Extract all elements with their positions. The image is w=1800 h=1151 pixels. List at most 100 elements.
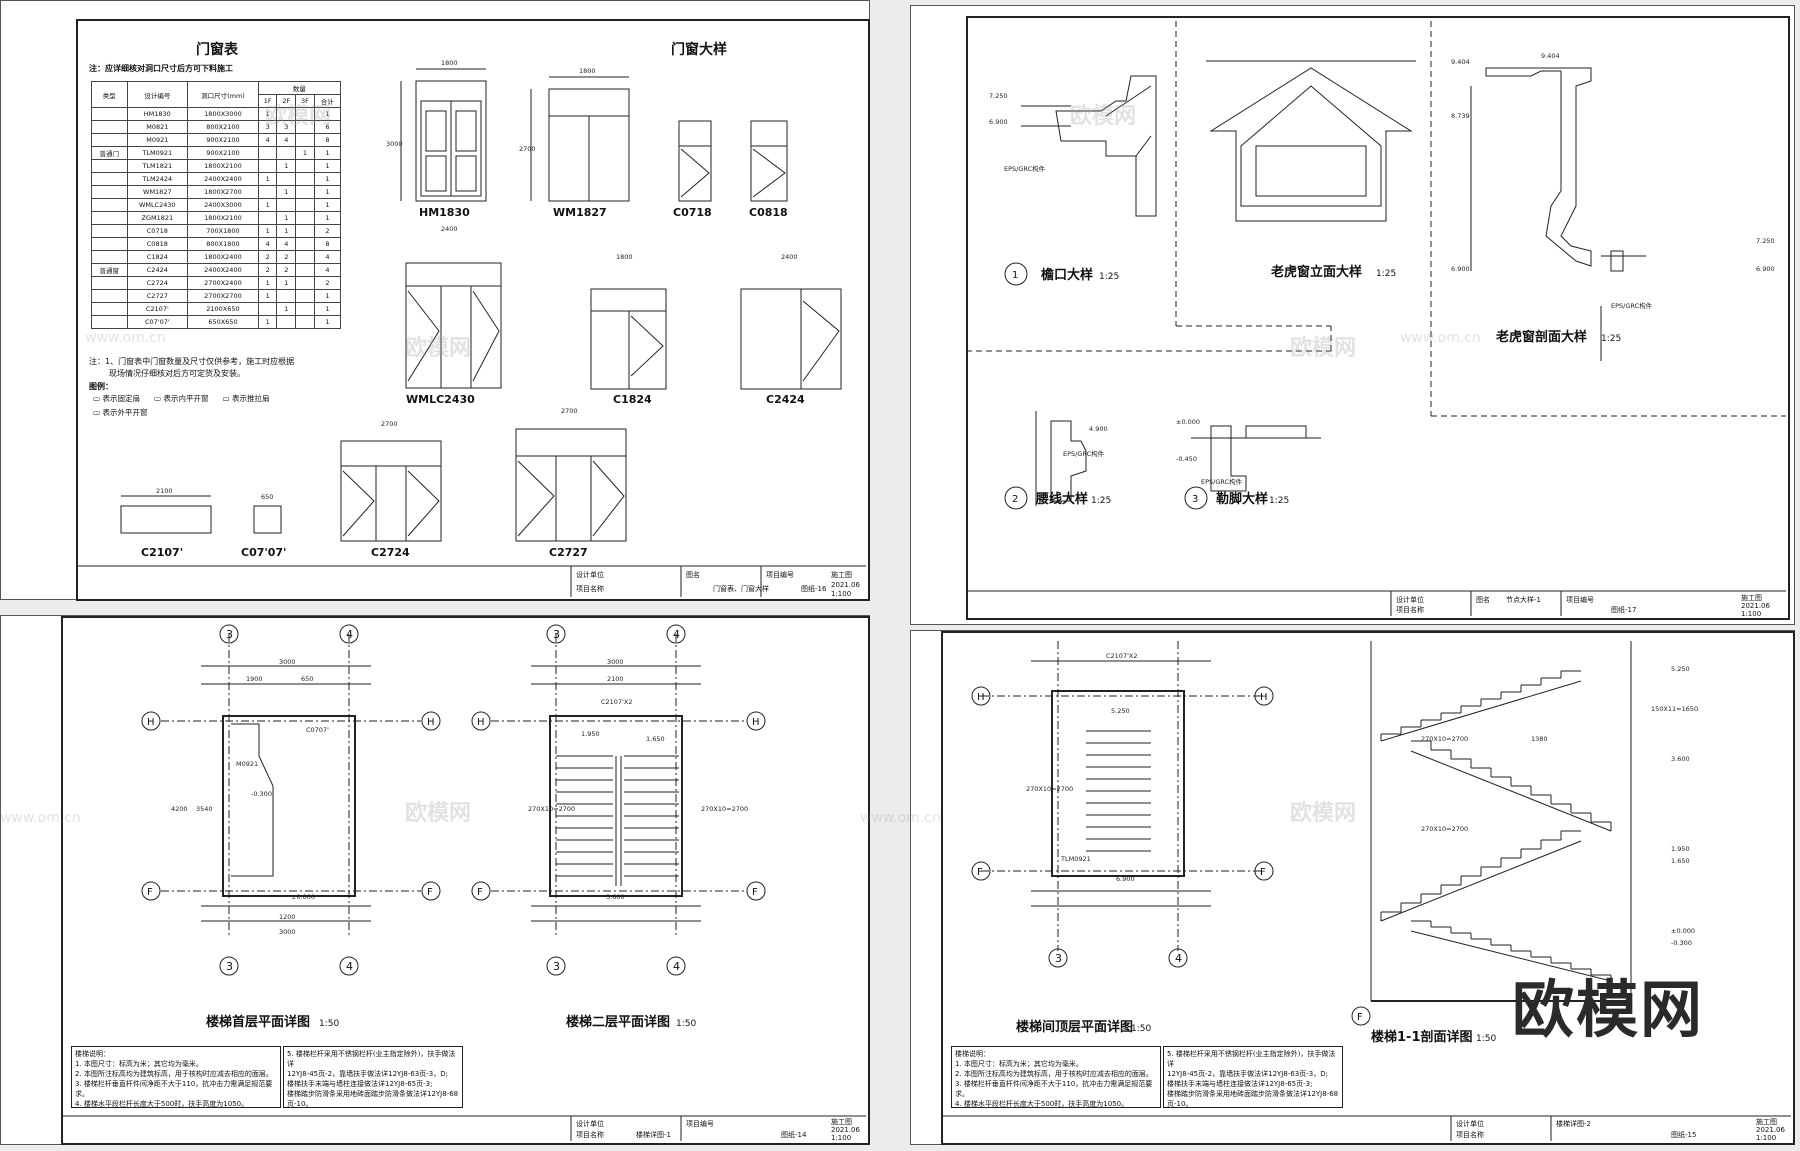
label-c0718: C0718 (673, 206, 712, 219)
svg-text:3000: 3000 (386, 140, 403, 148)
table-note: 注：应详细核对洞口尺寸后方可下料施工 (89, 64, 233, 73)
lv-m0300: -0.300 (251, 790, 272, 798)
scale-eave: 1:25 (1099, 272, 1119, 282)
axis-fb: F (427, 887, 433, 898)
lv4-s5250: 5.250 (1671, 665, 1690, 673)
lv4-5250: 5.250 (1111, 707, 1130, 715)
lv4-sm300: -0.300 (1671, 939, 1692, 947)
label-wmlc2430: WMLC2430 (406, 393, 475, 406)
sheet-details: 檐口大样 1 1:25 老虎窗立面大样 1:25 老虎窗剖面大样 1:25 腰线… (910, 5, 1795, 625)
lv-7: 6.900 (1756, 265, 1775, 273)
table-cell: 4 (313, 263, 342, 277)
sheet-frame (61, 616, 870, 1145)
axis-fa: F (147, 887, 153, 898)
svg-text:1800: 1800 (616, 253, 633, 261)
axis2-fa: F (977, 867, 983, 878)
dim-3540: 3540 (196, 805, 213, 813)
axis-hc: H (477, 717, 485, 728)
tb-number: 项目编号 (766, 570, 794, 579)
lv-5: 6.900 (1451, 265, 1470, 273)
axis-3c: 3 (553, 628, 560, 641)
sheet-frame (966, 16, 1790, 620)
dim4-c2107x2: C2107'X2 (1106, 652, 1137, 660)
lv-8: 4.900 (1089, 425, 1108, 433)
label-c2724: C2724 (371, 546, 410, 559)
dim-c2107x2: C2107'X2 (601, 698, 632, 706)
axis-3a: 3 (226, 628, 233, 641)
tb3-sheet-no: 图纸-14 (781, 1130, 807, 1139)
dim-c0707: C0707' (306, 726, 329, 734)
stair-slab (1380, 680, 1582, 742)
tb4-proj: 项目名称 (1456, 1130, 1484, 1139)
dim-2100: 2100 (607, 675, 624, 683)
note-line: 1. 本图尺寸：标高为米；其它均为毫米。 (75, 1060, 203, 1068)
dim-1900: 1900 (246, 675, 263, 683)
stair-slab (1410, 930, 1612, 982)
dim-270x10a: 270X10=2700 (528, 805, 575, 813)
axis-fc: F (477, 887, 483, 898)
lv-9: ±0.000 (1176, 418, 1200, 426)
scale-stair-top: 1:50 (1131, 1024, 1151, 1034)
eps-note-2: EPS/GRC构件 (1611, 301, 1653, 310)
table-cell: 650X650 (187, 315, 259, 329)
svg-text:2700: 2700 (561, 407, 578, 415)
eps-note-3: EPS/GRC构件 (1063, 449, 1105, 458)
note-1: 注：1、门窗表中门窗数量及尺寸仅供参考，施工时应根据 (89, 357, 295, 366)
label-c2727: C2727 (549, 546, 588, 559)
sheet-stair-1: 3 4 3 4 H H F F 3 4 3 4 H H F F 3000 190… (0, 615, 870, 1145)
stair-slab (1410, 750, 1612, 832)
label-c0818: C0818 (749, 206, 788, 219)
stair2-notes-left: 楼梯说明：1. 本图尺寸：标高为米；其它均为毫米。2. 本图所注标高均为建筑标高… (951, 1046, 1161, 1108)
tb-stage: 施工图 (831, 570, 852, 579)
axis2-fc: F (1357, 1012, 1363, 1023)
note-line: 5. 楼梯栏杆采用不锈钢栏杆(业主指定除外)，扶手做法详 (1167, 1050, 1336, 1068)
label-c1824: C1824 (613, 393, 652, 406)
tb-name: 门窗表、门窗大样 (713, 584, 769, 593)
tb4-ratio: 1:100 (1756, 1134, 1776, 1142)
lv-000: ±0.000 (291, 893, 315, 901)
svg-text:1800: 1800 (579, 67, 596, 75)
stair-notes-left: 楼梯说明： 1. 本图尺寸：标高为米；其它均为毫米。 2. 本图所注标高均为建筑标高… (71, 1046, 281, 1108)
note-line: 12YJ8-45页-2，靠墙扶手做法详12YJ8-63页-3，D; (287, 1070, 448, 1078)
tb2-stage: 施工图 (1741, 593, 1762, 602)
axis-fd: F (752, 887, 758, 898)
svg-text:2100: 2100 (156, 487, 173, 495)
scale-stair-1f: 1:50 (319, 1019, 339, 1029)
note-line: 2. 本图所注标高均为建筑标高，用于核构时应减去相应的面层。 (75, 1070, 273, 1078)
label-c2424: C2424 (766, 393, 805, 406)
dim-m0921: M0921 (236, 760, 258, 768)
lv-3: 9.404 (1451, 58, 1470, 66)
table-cell: 2400X2400 (187, 172, 259, 186)
note-line: 4. 楼梯水平段栏杆长度大于500时，扶手高度为1050。 (955, 1100, 1129, 1108)
lv-1650: 1.650 (646, 735, 665, 743)
tb3-name: 楼梯详图-1 (636, 1130, 671, 1139)
sheet-door-window: 门窗表 注：应详细核对洞口尺寸后方可下料施工 门窗大样 类型设计编号洞口尺寸(m… (0, 0, 870, 601)
title-stair-section: 楼梯1-1剖面详图 (1371, 1029, 1473, 1045)
title-stair-2f: 楼梯二层平面详图 (566, 1014, 670, 1030)
stair-notes-right: 5. 楼梯栏杆采用不锈钢栏杆(业主指定除外)，扶手做法详 12YJ8-45页-2，… (283, 1046, 463, 1108)
brand-watermark: 欧模网 (1511, 973, 1704, 1046)
legend-inward: ▭ 表示内平开窗 (153, 394, 209, 403)
stair-top-drawings: 3 4 H H F F F C2107'X2 5.250 6.900 TLM09… (941, 641, 1791, 1142)
label-wm1827: WM1827 (553, 206, 607, 219)
dim4-s270a: 270X10=2700 (1421, 735, 1468, 743)
tb3-number: 项目编号 (686, 1119, 714, 1128)
note-line: 5. 楼梯栏杆采用不锈钢栏杆(业主指定除外)，扶手做法详 (287, 1050, 456, 1068)
tb4-date: 2021.06 (1756, 1126, 1785, 1134)
note-line: 楼梯说明： (75, 1050, 110, 1058)
tb2-date: 2021.06 (1741, 602, 1770, 610)
scale-waist: 1:25 (1091, 496, 1111, 506)
tb-unit: 设计单位 (576, 570, 604, 579)
tb3-unit: 设计单位 (576, 1119, 604, 1128)
note-line: 1. 本图尺寸：标高为米；其它均为毫米。 (955, 1060, 1083, 1068)
axis-4a: 4 (346, 628, 353, 641)
